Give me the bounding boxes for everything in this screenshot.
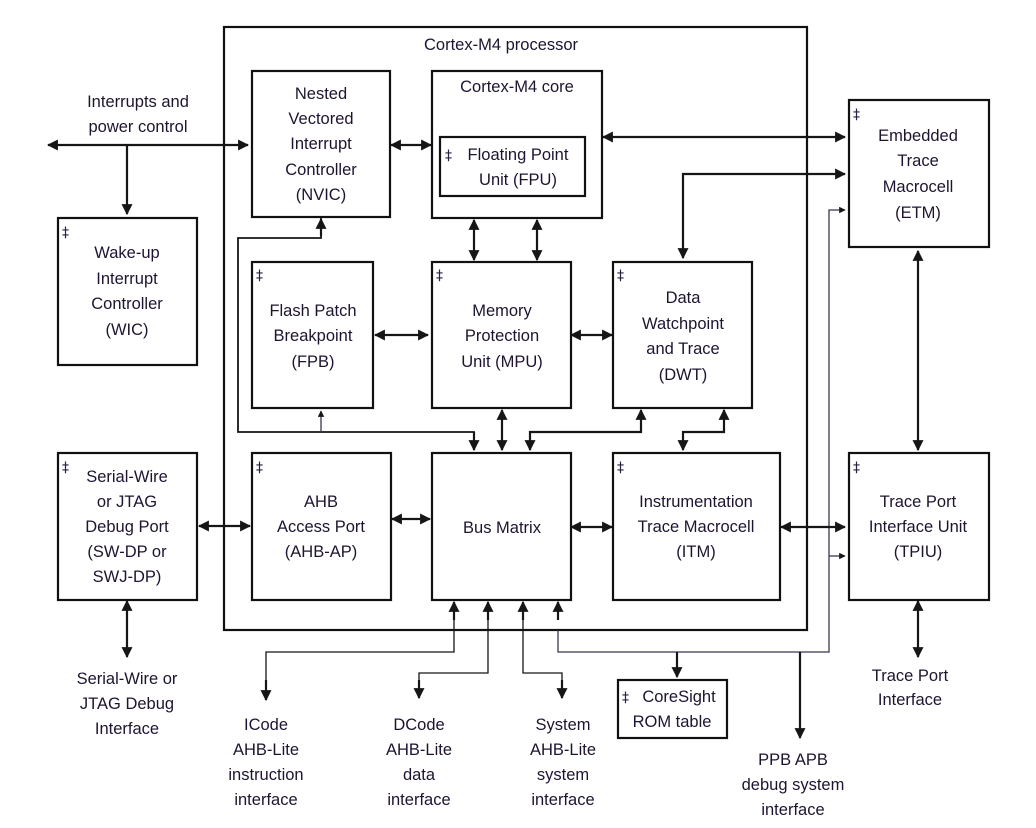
tpiu-optional-icon: ‡ [853, 460, 860, 476]
wic-optional-icon: ‡ [62, 225, 69, 241]
dwt-bus-arrow [524, 408, 647, 452]
etm-optional-icon: ‡ [853, 107, 860, 123]
bus-matrix-label: Bus Matrix [463, 519, 542, 537]
core-label: Cortex-M4 core [460, 78, 574, 96]
connections [46, 131, 924, 740]
block-bus-matrix: Bus Matrix [430, 451, 573, 602]
icode-line [265, 602, 455, 700]
dwt-itm-arrow [677, 408, 730, 452]
swdp-optional-icon: ‡ [62, 460, 69, 476]
rom-optional-icon: ‡ [622, 690, 629, 706]
fpb-optional-icon: ‡ [256, 268, 263, 284]
mpu-optional-icon: ‡ [436, 268, 443, 284]
block-fpu [438, 135, 587, 198]
processor-title: Cortex-M4 processor [424, 36, 579, 54]
dwt-optional-icon: ‡ [617, 268, 624, 284]
fpu-optional-icon: ‡ [445, 148, 452, 164]
itm-optional-icon: ‡ [617, 460, 624, 476]
ppb-etm-arrow [557, 206, 846, 653]
dwt-etm-arrow [677, 168, 847, 260]
ahbap-optional-icon: ‡ [256, 460, 263, 476]
